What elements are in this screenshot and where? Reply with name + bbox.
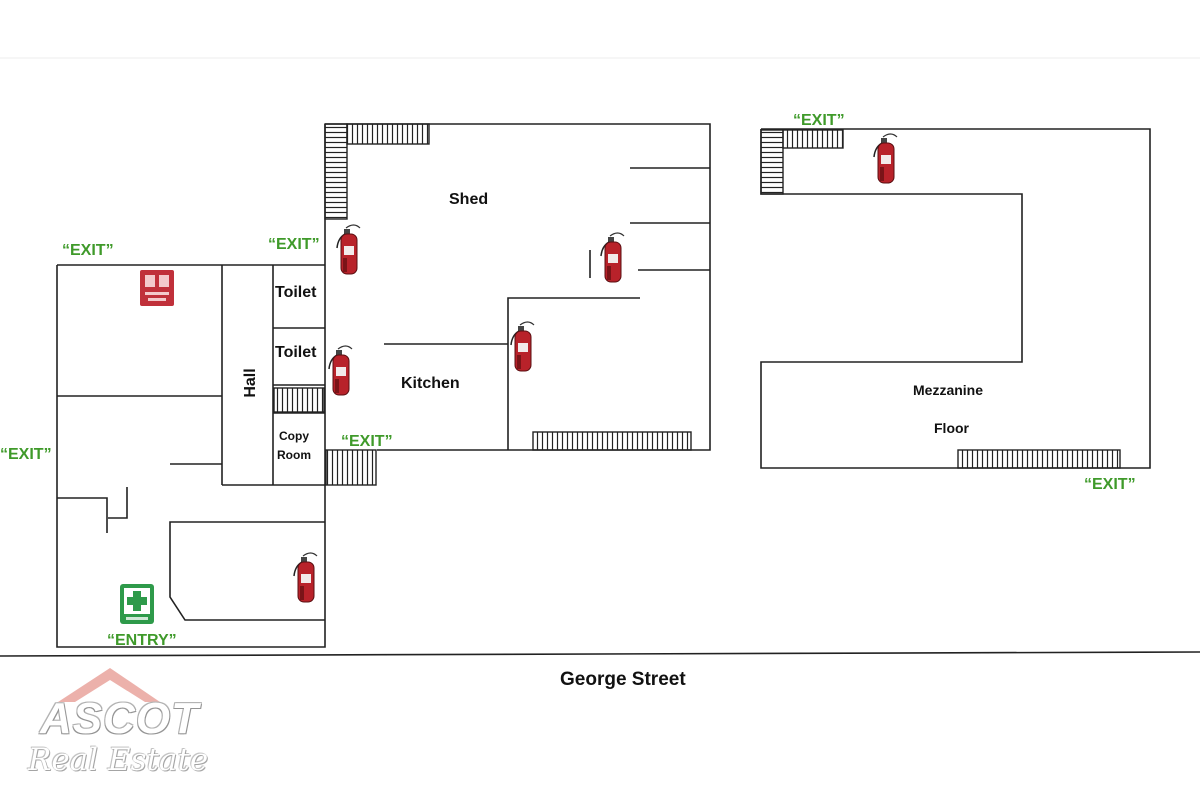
room-label-copy-room: Copy Room bbox=[274, 427, 314, 465]
stairs-icon bbox=[346, 123, 430, 145]
walls bbox=[0, 123, 1200, 657]
stairs-icon bbox=[760, 129, 784, 195]
stairs-icon bbox=[782, 129, 844, 149]
street-name: George Street bbox=[560, 669, 686, 690]
exit-label: “EXIT” bbox=[0, 446, 52, 463]
stairs-icon bbox=[324, 123, 348, 220]
exit-label: “EXIT” bbox=[268, 236, 320, 253]
logo-brand: ASCOT bbox=[40, 694, 199, 743]
room-label-floor: Floor bbox=[934, 420, 969, 436]
logo-roof-icon bbox=[58, 668, 160, 702]
exit-label: “EXIT” bbox=[1084, 476, 1136, 493]
fire-extinguisher-icon bbox=[328, 345, 353, 396]
room-label-shed: Shed bbox=[449, 191, 489, 208]
extinguishers bbox=[293, 133, 898, 603]
exit-label: “EXIT” bbox=[62, 242, 114, 259]
fire-extinguisher-icon bbox=[873, 133, 898, 184]
fire-extinguisher-icon bbox=[600, 232, 625, 283]
stairs-icon bbox=[325, 449, 377, 486]
first-aid-kit-icon bbox=[120, 584, 154, 624]
stairs-icon bbox=[957, 449, 1121, 469]
room-label-toilet: Toilet bbox=[275, 344, 317, 361]
room-label-kitchen: Kitchen bbox=[401, 375, 460, 392]
exit-label: “EXIT” bbox=[341, 433, 393, 450]
fire-extinguisher-icon bbox=[293, 552, 318, 603]
copy-room-line-1: Copy bbox=[279, 429, 309, 443]
stairs bbox=[273, 123, 1121, 486]
stairs-icon bbox=[273, 387, 325, 413]
room-label-hall: Hall bbox=[242, 368, 259, 398]
fire-alarm-sign-icon bbox=[140, 270, 174, 306]
room-label-mezzanine: Mezzanine bbox=[913, 382, 984, 398]
exit-label: “EXIT” bbox=[793, 112, 845, 129]
fire-extinguisher-icon bbox=[510, 321, 535, 372]
stairs-icon bbox=[532, 431, 692, 451]
copy-room-line-2: Room bbox=[277, 448, 311, 462]
logo-tagline: Real Estate bbox=[28, 742, 209, 778]
entry-label: “ENTRY” bbox=[107, 632, 177, 649]
room-label-toilet: Toilet bbox=[275, 284, 317, 301]
fire-extinguisher-icon bbox=[336, 224, 361, 275]
